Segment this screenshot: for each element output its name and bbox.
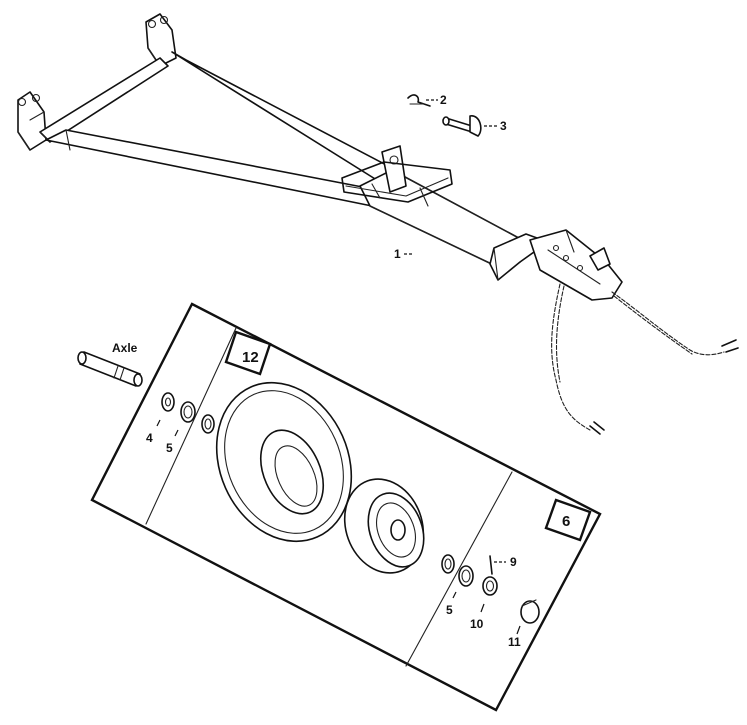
- axle-label: Axle: [112, 341, 138, 355]
- callout-10: 10: [470, 617, 484, 631]
- tire: [215, 381, 353, 543]
- cotter-pin: [489, 555, 493, 575]
- callout-12: 12: [242, 349, 259, 366]
- callout-4: 4: [146, 431, 153, 445]
- callout-6: 6: [562, 513, 570, 530]
- hitch-pin: 3: [442, 115, 507, 137]
- washer: [161, 392, 175, 412]
- callout-1: 1: [394, 247, 401, 261]
- hub-cap: [520, 599, 540, 624]
- axle: Axle: [77, 341, 143, 387]
- tow-frame: [17, 13, 623, 301]
- callout-1-group: 1: [394, 247, 414, 261]
- safety-chain: [551, 283, 739, 435]
- wheel-kit-box: 12 6 4 5: [90, 302, 602, 712]
- callout-11: 11: [508, 635, 521, 649]
- bearing: [180, 401, 215, 434]
- callout-5-right: 5: [446, 603, 453, 617]
- callout-3: 3: [500, 119, 507, 133]
- wheel-rim: [343, 478, 425, 574]
- castle-nut: [482, 576, 498, 596]
- bearing-right: [441, 554, 474, 587]
- callout-5-left: 5: [166, 441, 173, 455]
- callout-2: 2: [440, 93, 447, 107]
- callout-9: 9: [510, 555, 517, 569]
- hitch-clip: 2: [407, 93, 447, 107]
